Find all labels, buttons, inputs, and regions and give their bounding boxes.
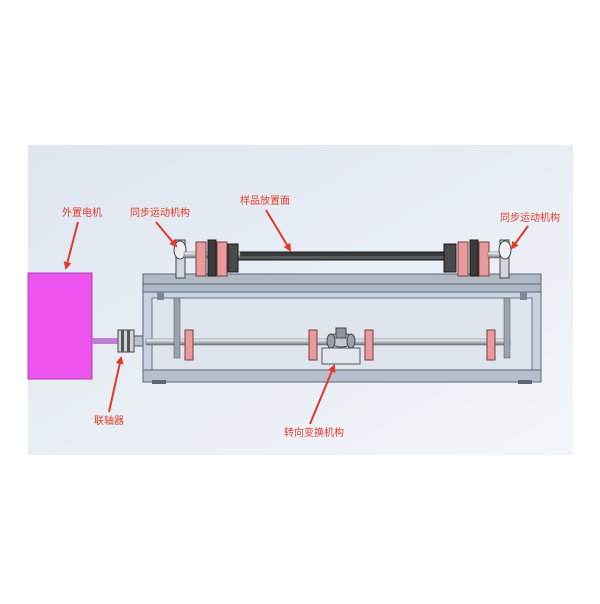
- arrow-coupling: [108, 356, 124, 413]
- right-vertical-post: [503, 297, 511, 359]
- annotation-arrows: [63, 209, 529, 425]
- lower-bearing-blocks: [184, 329, 496, 361]
- label-sample-surface: 样品放置面: [240, 196, 290, 207]
- motor-shaft: [92, 338, 120, 344]
- external-motor: [27, 272, 93, 380]
- label-sync-right: 同步运动机构: [500, 213, 560, 224]
- arrow-external-motor: [63, 221, 79, 270]
- arrow-sync-left: [155, 221, 178, 248]
- label-external-motor: 外置电机: [62, 208, 102, 219]
- arrow-sample-surface: [265, 209, 292, 252]
- steering-mechanism: [321, 327, 361, 365]
- left-vertical-post: [173, 297, 181, 359]
- arrow-steering: [309, 364, 336, 425]
- coupling: [117, 329, 147, 353]
- label-sync-left: 同步运动机构: [130, 208, 190, 219]
- top-plate: [142, 273, 542, 285]
- arrow-sync-right: [510, 225, 529, 250]
- label-steering: 转向变换机构: [284, 428, 344, 439]
- label-coupling: 联轴器: [94, 416, 124, 427]
- right-sync-mechanism: [443, 239, 512, 279]
- sample-placement-surface: [237, 251, 447, 261]
